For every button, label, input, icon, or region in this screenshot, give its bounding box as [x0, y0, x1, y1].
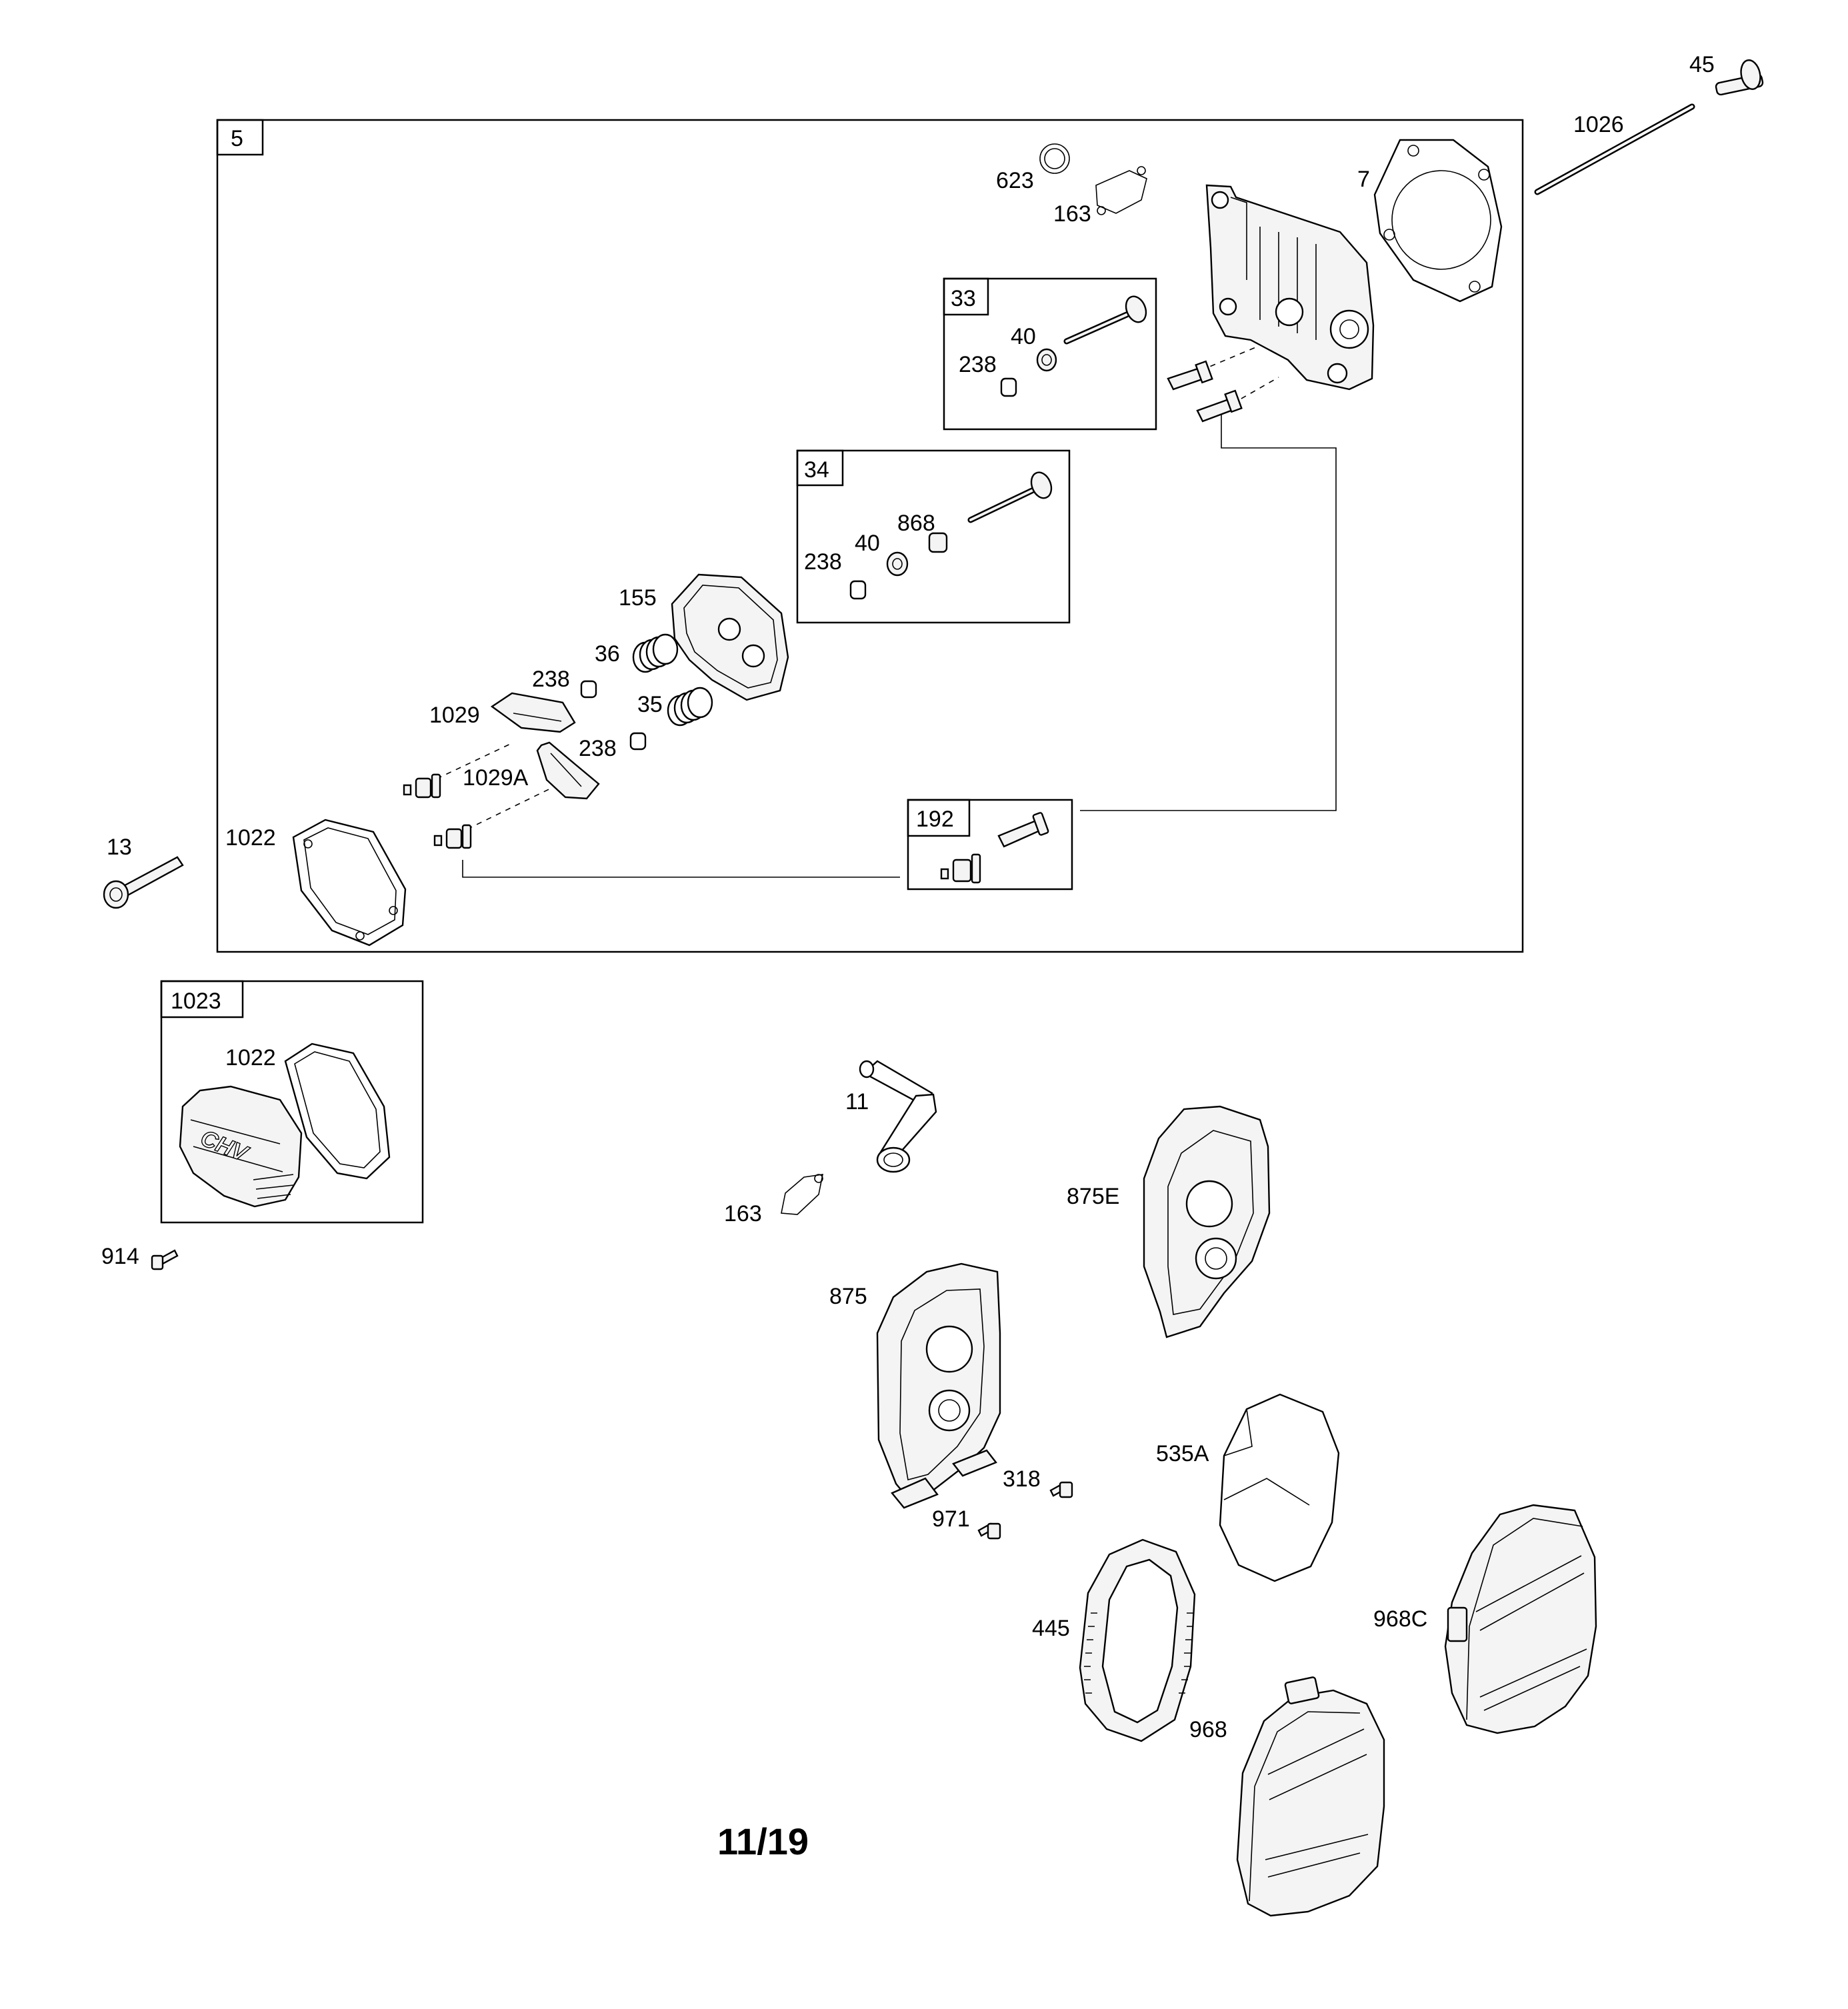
label-238-a: 238 — [959, 352, 997, 377]
gasket-part-163-bottom — [781, 1174, 824, 1215]
screw-part-971 — [977, 1522, 1001, 1540]
air-filter-cover-part-968c — [1444, 1504, 1597, 1734]
label-318: 318 — [1003, 1466, 1041, 1492]
label-535a: 535A — [1156, 1441, 1209, 1466]
valve-spring-part-35 — [667, 687, 713, 727]
intake-valve-part-34 — [967, 471, 1053, 523]
air-filter-cover-part-968 — [1236, 1676, 1385, 1917]
label-36: 36 — [595, 641, 620, 667]
pin-part-45 — [1715, 59, 1764, 96]
label-238-b: 238 — [804, 549, 842, 575]
keeper-part-238-d — [629, 732, 647, 751]
rocker-arm-part-1029a — [536, 741, 600, 800]
label-35: 35 — [637, 692, 663, 717]
label-1022-a: 1022 — [225, 825, 276, 851]
label-163-top: 163 — [1053, 201, 1091, 227]
frame-192-label: 192 — [916, 807, 954, 832]
cylinder-head — [1205, 184, 1375, 391]
label-238-c: 238 — [532, 667, 570, 692]
label-238-d: 238 — [579, 736, 617, 761]
label-914: 914 — [101, 1244, 139, 1269]
retainer-part-40-a — [1036, 348, 1057, 372]
head-stud-upper — [1167, 360, 1213, 391]
air-filter-base-part-875 — [876, 1262, 1001, 1509]
label-40-b: 40 — [855, 531, 880, 556]
cover-gasket-part-1022-a — [292, 819, 407, 947]
label-13: 13 — [107, 835, 132, 860]
air-filter-element-part-445 — [1079, 1538, 1196, 1742]
frame-34-label: 34 — [804, 457, 829, 483]
exhaust-valve-part-33 — [1063, 295, 1147, 345]
rocker-arm-part-1029 — [490, 692, 576, 733]
retainer-part-40-b — [886, 551, 909, 577]
frame-1023-label: 1023 — [171, 989, 221, 1014]
push-rod-guide-part-192 — [940, 812, 1049, 884]
label-868: 868 — [897, 511, 935, 536]
bolt-part-13 — [103, 856, 184, 909]
callout-labels: 45 1026 623 163 7 40 238 868 40 238 155 … — [101, 52, 1715, 1742]
label-1022-b: 1022 — [225, 1045, 276, 1070]
label-11: 11 — [845, 1089, 869, 1114]
label-7: 7 — [1357, 167, 1370, 192]
label-1026: 1026 — [1573, 112, 1624, 137]
head-stud-lower — [1196, 389, 1243, 423]
air-filter-base-part-875e — [1143, 1105, 1271, 1338]
label-45: 45 — [1689, 52, 1715, 77]
frame-5: 5 — [216, 119, 1524, 953]
rocker-stud-upper — [403, 773, 441, 799]
keeper-part-238-b — [849, 580, 867, 600]
valve-spring-part-36 — [632, 633, 679, 673]
screw-part-914 — [151, 1249, 179, 1270]
label-875e: 875E — [1067, 1184, 1119, 1209]
frame-34: 34 — [796, 449, 1071, 624]
label-1029a: 1029A — [463, 765, 529, 791]
label-623: 623 — [996, 168, 1034, 193]
frame-33: 33 — [943, 277, 1157, 431]
cover-gasket-part-1022-b — [284, 1042, 391, 1180]
frame-192: 192 — [907, 799, 1073, 891]
head-gasket-part-7 — [1373, 139, 1503, 303]
breather-tube-part-11 — [859, 1060, 937, 1173]
label-163-bottom: 163 — [724, 1201, 762, 1226]
pushrod-part-1026 — [1534, 103, 1695, 195]
gasket-part-163-top — [1095, 166, 1147, 215]
pre-filter-part-535a — [1219, 1393, 1340, 1582]
valve-cover-part-1023: CHV — [179, 1085, 303, 1208]
label-40-a: 40 — [1011, 324, 1036, 349]
label-968c: 968C — [1373, 1606, 1427, 1632]
label-155: 155 — [619, 585, 657, 611]
page-number: 11/19 — [717, 1820, 809, 1862]
connector-lines — [417, 346, 1337, 878]
label-875: 875 — [829, 1284, 867, 1309]
label-971: 971 — [932, 1506, 970, 1532]
keeper-part-238-c — [580, 680, 597, 699]
frame-33-label: 33 — [951, 286, 976, 311]
keeper-part-238-a — [1000, 377, 1017, 397]
screw-part-318 — [1049, 1481, 1073, 1498]
frame-1023: 1023 — [160, 980, 424, 1224]
label-445: 445 — [1032, 1616, 1070, 1641]
frame-5-label: 5 — [231, 126, 243, 151]
rocker-stud-lower — [433, 824, 472, 849]
label-1029: 1029 — [429, 703, 480, 728]
label-968: 968 — [1189, 1717, 1227, 1742]
o-ring-part-623 — [1039, 143, 1070, 174]
valve-seal-part-868 — [928, 532, 948, 553]
rocker-box-part-155 — [671, 573, 789, 701]
